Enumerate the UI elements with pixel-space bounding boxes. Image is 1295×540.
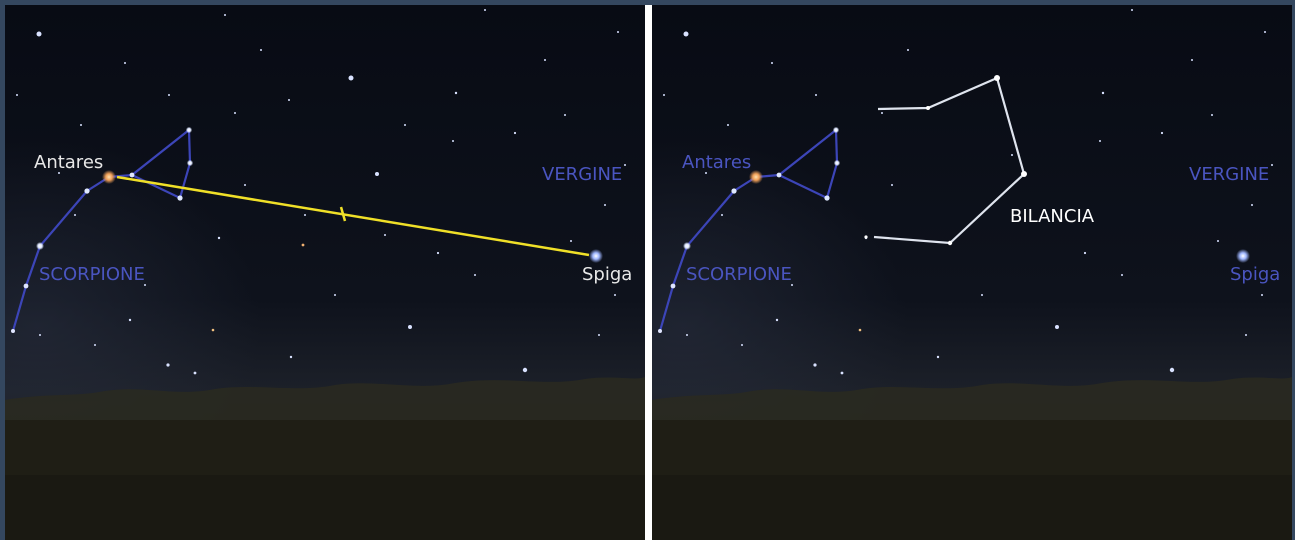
antares-label: Antares <box>682 152 751 173</box>
sky-scene-right: Antares Spiga SCORPIONE VERGINE BILANCIA <box>652 5 1292 540</box>
sky-view-right: Antares Spiga SCORPIONE VERGINE BILANCIA <box>652 5 1292 540</box>
antares-star <box>102 170 116 184</box>
ground-shade <box>5 475 645 540</box>
tree-line <box>5 377 645 425</box>
scorpione-stars <box>658 126 841 333</box>
background-stars <box>16 9 626 375</box>
bilancia-lines <box>873 76 1026 245</box>
ground-shade <box>652 475 1292 540</box>
antares-spiga-connector <box>116 175 590 257</box>
sky-view-left: Antares Spiga SCORPIONE VERGINE <box>5 5 645 540</box>
spiga-star <box>1236 249 1250 263</box>
scorpione-label: SCORPIONE <box>39 264 145 285</box>
background-stars <box>663 9 1273 375</box>
bilancia-stars <box>864 75 1027 246</box>
spiga-star <box>589 249 603 263</box>
antares-label: Antares <box>34 152 103 173</box>
spiga-label: Spiga <box>582 264 632 285</box>
sky-scene-left: Antares Spiga SCORPIONE VERGINE <box>5 5 645 540</box>
scorpione-label: SCORPIONE <box>686 264 792 285</box>
scorpione-stars <box>11 126 194 333</box>
antares-star <box>749 170 763 184</box>
spiga-label: Spiga <box>1230 264 1280 285</box>
tree-line <box>652 377 1292 425</box>
vergine-label: VERGINE <box>542 164 622 185</box>
vergine-label: VERGINE <box>1189 164 1269 185</box>
bilancia-label: BILANCIA <box>1010 206 1095 227</box>
panel-divider <box>645 5 652 540</box>
